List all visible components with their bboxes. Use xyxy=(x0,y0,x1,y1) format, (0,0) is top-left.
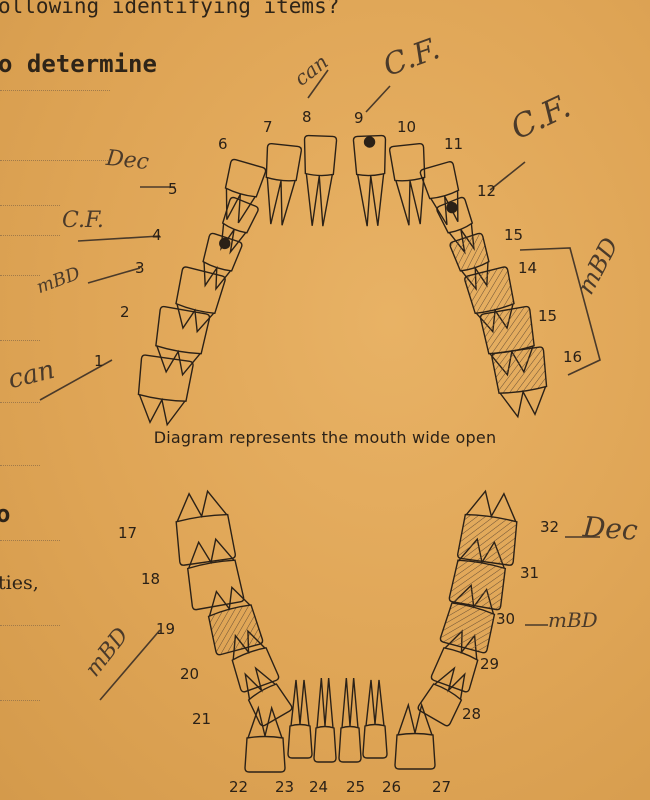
tooth-crown xyxy=(449,558,508,610)
tooth-root xyxy=(172,304,214,335)
tooth-number-26: 26 xyxy=(382,778,401,796)
lower-tooth xyxy=(235,662,293,727)
lower-tooth xyxy=(457,489,522,566)
annotation-cf-4: C.F. xyxy=(62,208,104,233)
tooth-root xyxy=(342,678,358,728)
tooth-number-17: 17 xyxy=(118,524,137,542)
tooth-root xyxy=(396,177,429,226)
tooth-crown xyxy=(223,159,266,199)
tooth-number-5: 5 xyxy=(168,180,178,198)
tooth-crown xyxy=(185,558,244,610)
tooth-crown xyxy=(420,161,461,201)
tooth-root xyxy=(305,174,333,227)
tooth-number-25: 25 xyxy=(346,778,365,796)
diagram-caption: Diagram represents the mouth wide open xyxy=(0,428,650,447)
annotation-dec-32: Dec xyxy=(582,510,639,547)
tooth-number-10: 10 xyxy=(397,118,416,136)
upper-tooth xyxy=(353,135,388,226)
tooth-number-14: 14 xyxy=(518,259,537,277)
tooth-number-23: 23 xyxy=(275,778,294,796)
upper-tooth xyxy=(491,347,552,420)
lower-tooth xyxy=(171,489,236,566)
tooth-crown xyxy=(136,355,193,403)
tooth-crown xyxy=(314,727,336,763)
upper-tooth xyxy=(420,161,469,228)
tooth-number-22: 22 xyxy=(229,778,248,796)
tooth-crown xyxy=(264,143,302,182)
tooth-number-19: 19 xyxy=(156,620,175,638)
tooth-number-11: 11 xyxy=(444,135,463,153)
upper-tooth xyxy=(260,143,302,226)
tooth-root xyxy=(366,680,384,726)
lower-tooth xyxy=(182,536,245,610)
lower-tooth xyxy=(395,705,435,769)
tooth-number-32: 32 xyxy=(540,518,559,536)
lower-tooth xyxy=(288,680,312,758)
annotation-mbd-30: mBD xyxy=(548,608,598,632)
tooth-number-4: 4 xyxy=(152,226,162,244)
tooth-number-21: 21 xyxy=(192,710,211,728)
tooth-number-1: 1 xyxy=(94,352,104,370)
tooth-number-3: 3 xyxy=(135,259,145,277)
tooth-root xyxy=(262,177,295,226)
tooth-crown xyxy=(174,513,236,566)
tooth-root xyxy=(317,678,333,728)
tooth-number-7: 7 xyxy=(263,118,273,136)
upper-arch xyxy=(133,135,552,427)
tooth-number-30: 30 xyxy=(496,610,515,628)
tooth-root xyxy=(248,708,282,738)
upper-tooth xyxy=(169,266,226,335)
upper-tooth xyxy=(302,135,337,226)
tooth-crown xyxy=(174,266,226,315)
tooth-number-12: 12 xyxy=(477,182,496,200)
tooth-root xyxy=(398,705,432,735)
tooth-number-8: 8 xyxy=(302,108,312,126)
annotation-dec-5: Dec xyxy=(105,146,150,175)
upper-tooth xyxy=(212,196,259,255)
tooth-crown xyxy=(363,725,387,759)
tooth-crown xyxy=(449,232,491,272)
tooth-number-6: 6 xyxy=(218,135,228,153)
tooth-crown xyxy=(288,725,312,759)
filling-mark xyxy=(364,137,374,147)
tooth-number-24: 24 xyxy=(309,778,328,796)
tooth-root xyxy=(291,680,309,726)
tooth-number-2: 2 xyxy=(120,303,130,321)
tooth-crown xyxy=(464,266,516,315)
lower-arch xyxy=(171,489,523,772)
tooth-crown xyxy=(491,347,548,395)
upper-tooth xyxy=(194,232,242,292)
tooth-crown xyxy=(457,513,519,566)
tooth-number-28: 28 xyxy=(462,705,481,723)
tooth-number-20: 20 xyxy=(180,665,199,683)
tooth-number-9: 9 xyxy=(354,109,364,127)
lower-tooth xyxy=(339,678,361,762)
tooth-crown xyxy=(395,734,435,770)
tooth-crown xyxy=(339,727,361,763)
tooth-crown xyxy=(245,737,285,773)
tooth-crown xyxy=(154,306,210,356)
tooth-number-31: 31 xyxy=(520,564,539,582)
lower-tooth xyxy=(201,583,263,655)
tooth-number-29: 29 xyxy=(480,655,499,673)
tooth-crown xyxy=(303,135,336,176)
tooth-number-27: 27 xyxy=(432,778,451,796)
tooth-root xyxy=(358,174,386,227)
lower-tooth xyxy=(363,680,387,758)
upper-tooth xyxy=(215,159,266,227)
tooth-number-15b: 15 xyxy=(538,307,557,325)
tooth-number-15a: 15 xyxy=(504,226,523,244)
lower-tooth xyxy=(314,678,336,762)
tooth-number-16: 16 xyxy=(563,348,582,366)
tooth-number-18: 18 xyxy=(141,570,160,588)
